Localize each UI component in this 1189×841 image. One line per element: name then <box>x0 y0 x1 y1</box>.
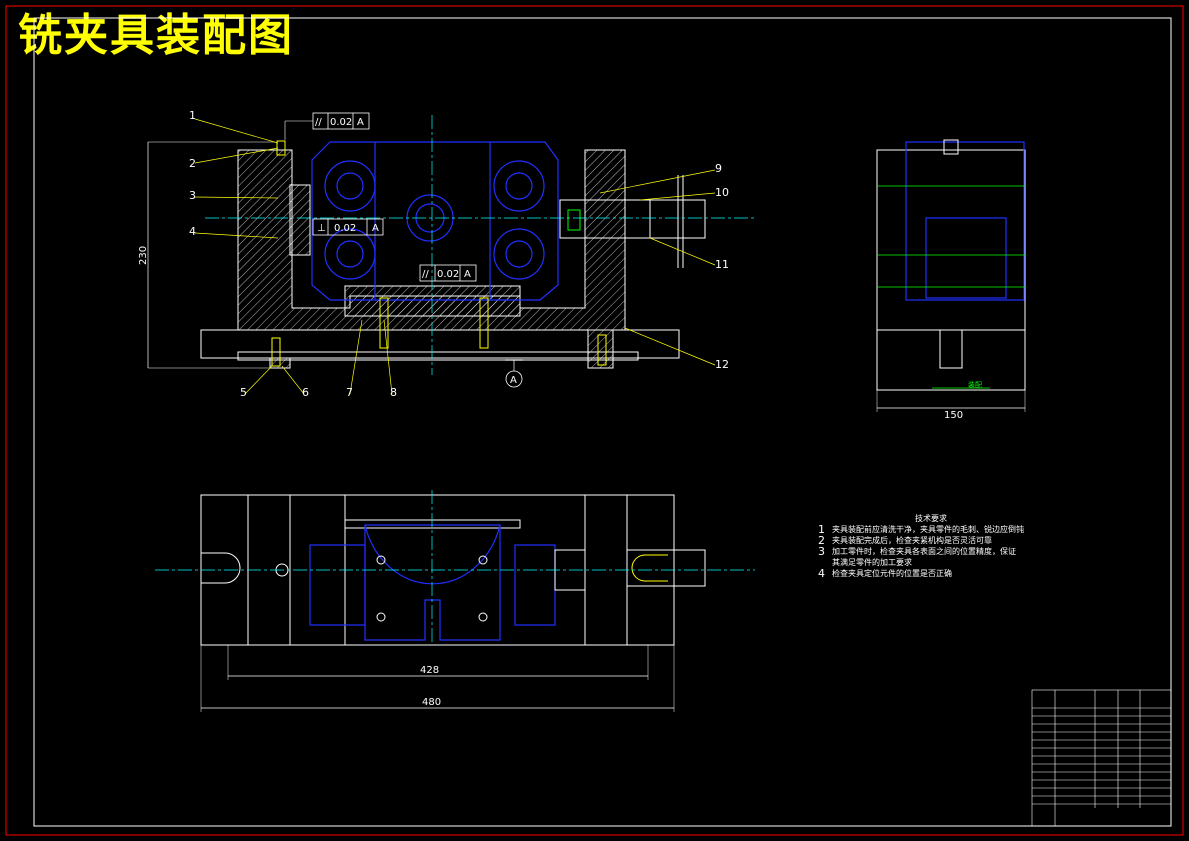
notes-heading: 技术要求 <box>915 514 947 523</box>
tolerance-datum: A <box>357 117 364 128</box>
workpiece <box>311 141 559 301</box>
tolerance-datum: A <box>372 223 379 234</box>
outer-border <box>5 5 1184 836</box>
part-number: 12 <box>715 358 729 371</box>
tolerance-symbol: // <box>315 117 322 128</box>
part-number: 3 <box>189 189 196 202</box>
part-number: 7 <box>346 386 353 399</box>
inner-dimension: 428 <box>420 665 439 676</box>
outer-dimension: 480 <box>422 697 441 708</box>
tolerance-datum: A <box>464 269 471 280</box>
part-number: 5 <box>240 386 247 399</box>
note-text: 检查夹具定位元件的位置是否正确 <box>832 569 952 578</box>
height-dimension: 230 <box>138 246 149 265</box>
tolerance-symbol: ⊥ <box>317 223 326 234</box>
note-row: 4 检查夹具定位元件的位置是否正确 <box>818 568 1024 579</box>
tolerance-value: 0.02 <box>330 117 352 128</box>
part-number: 9 <box>715 162 722 175</box>
side-view: 150 装配 <box>876 139 1026 421</box>
note-number: 1 <box>818 523 825 536</box>
tolerance-symbol: // <box>422 269 429 280</box>
note-row: 3 加工零件时，检查夹具各表面之间的位置精度，保证 <box>818 546 1024 557</box>
note-row: 其满足零件的加工要求 <box>818 557 1024 568</box>
part-number: 4 <box>189 225 196 238</box>
drawing-title: 铣夹具装配图 <box>18 10 294 61</box>
tolerance-value: 0.02 <box>334 223 356 234</box>
part-number: 2 <box>189 157 196 170</box>
tolerance-value: 0.02 <box>437 269 459 280</box>
top-workpiece <box>364 524 501 641</box>
part-number: 6 <box>302 386 309 399</box>
top-view: 428 480 <box>155 490 755 712</box>
front-view: 230 1 2 3 4 5 6 7 8 9 10 <box>138 109 755 399</box>
note-text: 其满足零件的加工要求 <box>832 558 912 567</box>
technical-notes: 技术要求 1 夹具装配前应清洗干净，夹具零件的毛刺、锐边应倒钝 2 夹具装配完成后，… <box>818 513 1024 579</box>
datum-label: A <box>510 375 517 386</box>
note-row: 2 夹具装配完成后，检查夹紧机构是否灵活可靠 <box>818 535 1024 546</box>
note-text: 加工零件时，检查夹具各表面之间的位置精度，保证 <box>832 547 1016 556</box>
side-label: 装配 <box>968 380 982 389</box>
note-number: 3 <box>818 545 825 558</box>
tolerance-frame <box>312 112 477 282</box>
side-width-dimension: 150 <box>944 410 963 421</box>
note-row: 1 夹具装配前应清洗干净，夹具零件的毛刺、锐边应倒钝 <box>818 524 1024 535</box>
part-number: 1 <box>189 109 196 122</box>
note-number: 2 <box>818 534 825 547</box>
datum-symbol <box>505 370 523 388</box>
note-text: 夹具装配完成后，检查夹紧机构是否灵活可靠 <box>832 536 992 545</box>
note-number: 4 <box>818 567 825 580</box>
part-number: 11 <box>715 258 729 271</box>
title-block <box>1031 689 1172 827</box>
note-text: 夹具装配前应清洗干净，夹具零件的毛刺、锐边应倒钝 <box>832 525 1024 534</box>
part-number: 10 <box>715 186 729 199</box>
part-number: 8 <box>390 386 397 399</box>
inner-border <box>33 17 1172 827</box>
